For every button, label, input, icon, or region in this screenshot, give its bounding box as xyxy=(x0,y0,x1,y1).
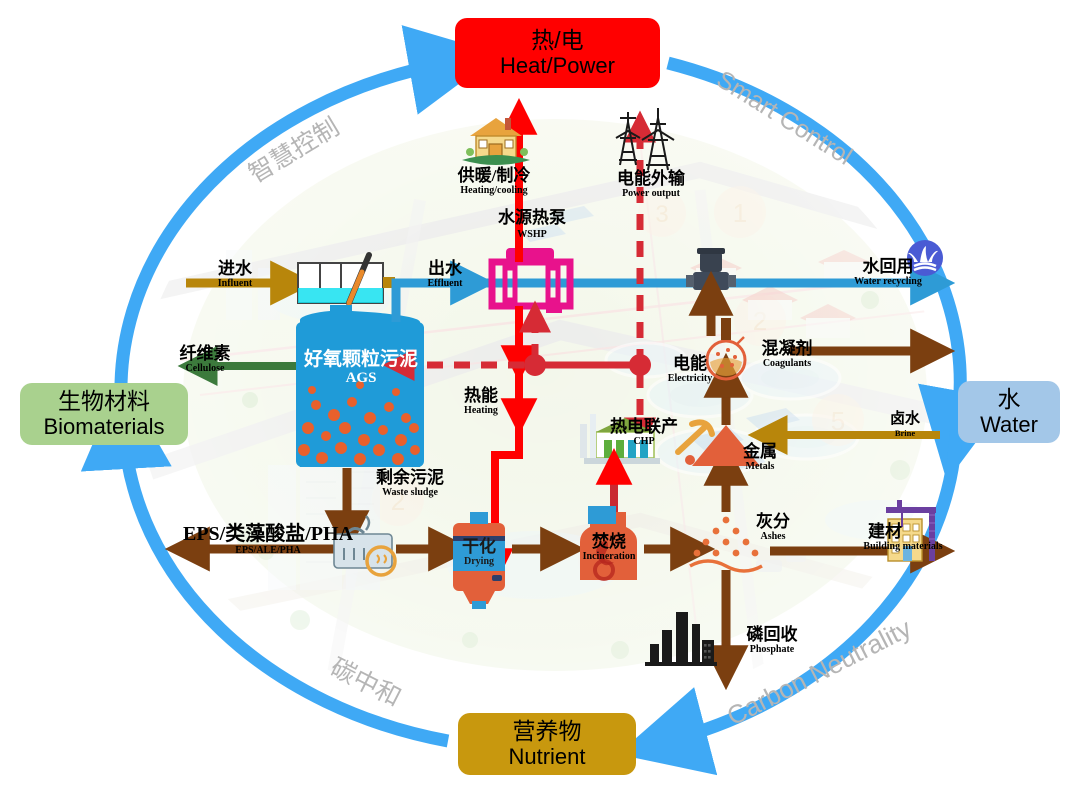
corner-label-biomaterials-cn: 生物材料 xyxy=(58,387,150,414)
label-effluent: 出水 Effluent xyxy=(400,260,490,289)
label-metals-cn: 金属 xyxy=(743,442,777,461)
eps-extraction-plant-icon xyxy=(333,515,397,577)
ring-arc-lower-left xyxy=(80,378,450,748)
label-building-materials-cn: 建材 xyxy=(868,522,902,541)
arrow-effluent-main xyxy=(391,260,956,306)
label-phosphate-en: Phosphate xyxy=(749,643,795,655)
label-heating-en: Heating xyxy=(464,404,498,416)
label-heating: 热能 Heating xyxy=(443,387,519,416)
corner-label-nutrient-en: Nutrient xyxy=(508,743,586,769)
coagulant-stub xyxy=(721,318,731,340)
electricity-dashed-network xyxy=(382,110,657,450)
label-water-recycling-en: Water recycling xyxy=(854,275,922,287)
ring-arc-upper-left xyxy=(114,25,500,431)
label-water-recycling: 水回用 Water recycling xyxy=(838,258,938,287)
label-brine-cn: 卤水 xyxy=(889,411,920,427)
label-incineration-cn: 焚烧 xyxy=(592,532,626,551)
label-drying-cn: 干化 xyxy=(462,537,496,556)
label-eps-ale-pha-cn: EPS/类藻酸盐/PHA xyxy=(183,523,354,545)
corner-label-heat-power-en: Heat/Power xyxy=(500,52,615,78)
phosphate-factory-icon xyxy=(645,612,717,666)
label-heating-cooling: 供暖/制冷 Heating/cooling xyxy=(424,167,564,196)
label-metals-en: Metals xyxy=(745,460,775,472)
label-phosphate-cn: 磷回收 xyxy=(746,625,798,644)
label-waste-sludge-cn: 剩余污泥 xyxy=(376,468,444,487)
label-electricity-cn: 电能 xyxy=(673,354,707,373)
label-incineration-en: Incineration xyxy=(582,550,636,562)
drying-unit xyxy=(453,512,505,609)
label-incineration: 焚烧 Incineration xyxy=(578,533,640,562)
corner-label-heat-power-cn: 热/电 xyxy=(531,26,584,53)
label-building-materials: 建材 Building materials xyxy=(845,522,942,552)
ash-pile-icon xyxy=(689,516,763,573)
ring-arc-lower-right xyxy=(617,429,963,776)
metals-icon xyxy=(675,419,760,466)
label-eps-ale-pha-en: EPS/ALE/PHA xyxy=(235,545,301,556)
coagulant-icon xyxy=(705,336,747,381)
label-power-output-cn: 电能外输 xyxy=(617,169,685,188)
corner-label-water-en: Water xyxy=(980,411,1038,437)
label-building-materials-en: Building materials xyxy=(863,540,943,552)
label-wshp-en: WSHP xyxy=(517,229,547,241)
label-cellulose: 纤维素 Cellulose xyxy=(150,345,260,374)
label-heating-cooling-en: Heating/cooling xyxy=(460,184,528,196)
label-influent-en: Influent xyxy=(217,277,253,289)
label-power-output-en: Power output xyxy=(622,187,680,199)
label-heating-cooling-cn: 供暖/制冷 xyxy=(457,166,531,185)
label-ags-en: AGS xyxy=(345,369,377,386)
electricity-junction-node xyxy=(629,354,651,376)
label-drying: 干化 Drying xyxy=(455,538,503,567)
label-waste-sludge: 剩余污泥 Waste sludge xyxy=(360,469,460,498)
label-heating-cn: 热能 xyxy=(464,386,498,405)
label-eps-ale-pha: EPS/类藻酸盐/PHA EPS/ALE/PHA xyxy=(183,524,353,557)
label-chp: 热电联产 CHP xyxy=(594,418,694,447)
label-ashes-en: Ashes xyxy=(760,530,786,542)
label-effluent-en: Effluent xyxy=(427,277,463,289)
corner-label-biomaterials: 生物材料 Biomaterials xyxy=(20,383,188,445)
label-power-output: 电能外输 Power output xyxy=(596,170,706,199)
label-waste-sludge-en: Waste sludge xyxy=(382,486,438,498)
label-electricity: 电能 Electricity xyxy=(652,355,728,384)
label-chp-en: CHP xyxy=(633,435,655,447)
label-coagulants-cn: 混凝剂 xyxy=(761,339,813,358)
label-water-recycling-cn: 水回用 xyxy=(862,257,914,276)
label-drying-en: Drying xyxy=(464,555,494,567)
primary-treatment-unit xyxy=(297,252,395,306)
label-brine-en: Brine xyxy=(894,427,916,438)
pylon-icon xyxy=(615,108,675,171)
label-influent: 进水 Influent xyxy=(190,260,280,289)
label-ags: 好氧颗粒污泥 AGS xyxy=(296,350,426,387)
label-cellulose-en: Cellulose xyxy=(185,362,225,374)
label-ashes-cn: 灰分 xyxy=(756,512,790,531)
arrow-heat-to-drying xyxy=(476,415,523,586)
incineration-unit xyxy=(580,506,637,581)
heat-junction-node xyxy=(524,354,546,376)
label-ashes: 灰分 Ashes xyxy=(740,513,806,542)
label-electricity-en: Electricity xyxy=(667,372,713,384)
label-phosphate: 磷回收 Phosphate xyxy=(730,626,814,655)
corner-label-water-cn: 水 xyxy=(997,385,1021,412)
label-effluent-cn: 出水 xyxy=(428,259,462,278)
label-ags-cn: 好氧颗粒污泥 xyxy=(303,349,418,370)
house-icon xyxy=(462,118,530,165)
label-metals: 金属 Metals xyxy=(724,443,796,472)
label-coagulants: 混凝剂 Coagulants xyxy=(742,340,832,369)
corner-label-nutrient: 营养物 Nutrient xyxy=(458,713,636,775)
label-coagulants-en: Coagulants xyxy=(762,357,812,369)
corner-label-biomaterials-en: Biomaterials xyxy=(43,413,165,439)
ring-arc-upper-right xyxy=(666,56,1008,482)
label-wshp-cn: 水源热泵 xyxy=(498,208,566,227)
label-cellulose-cn: 纤维素 xyxy=(179,344,231,363)
label-influent-cn: 进水 xyxy=(218,259,252,278)
label-wshp: 水源热泵 WSHP xyxy=(484,208,580,241)
corner-label-heat-power: 热/电 Heat/Power xyxy=(455,18,660,88)
label-brine: 卤水 Brine xyxy=(875,411,935,438)
corner-label-water: 水 Water xyxy=(958,381,1060,443)
label-chp-cn: 热电联产 xyxy=(610,417,678,436)
corner-label-nutrient-cn: 营养物 xyxy=(512,717,582,744)
